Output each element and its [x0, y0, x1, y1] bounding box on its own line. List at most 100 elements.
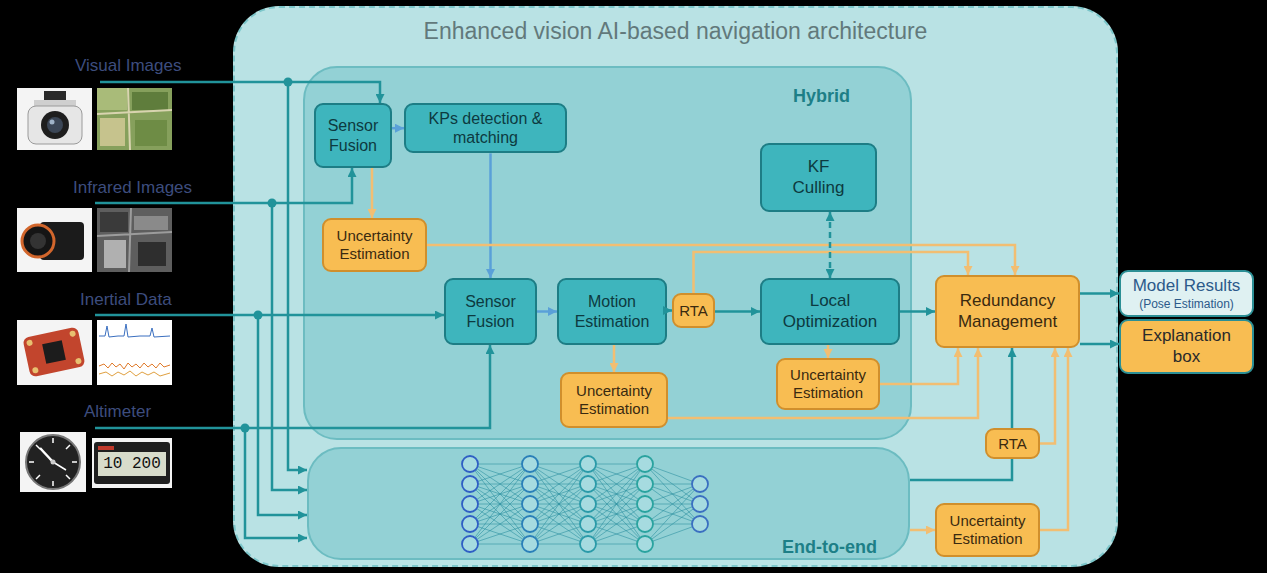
flow-arrow	[910, 459, 1012, 480]
flow-arrow	[1011, 348, 1014, 428]
flow-arrow	[489, 153, 492, 278]
output-box: Explanation box	[1119, 319, 1254, 374]
aerial-photo	[97, 88, 172, 150]
flow-arrow	[829, 212, 832, 278]
flow-arrow	[667, 309, 672, 312]
infrared-photo	[97, 208, 172, 272]
box-label: Redundancy Management	[945, 291, 1070, 332]
input-label: Visual Images	[75, 56, 181, 76]
network-link	[470, 504, 530, 544]
box-label: KF Culling	[784, 157, 854, 198]
imu-photo	[32, 367, 39, 374]
display-reading: 10 200	[98, 452, 166, 476]
altimeter-gauge	[40, 448, 53, 462]
network-link	[470, 464, 530, 484]
altimeter-gauge	[51, 460, 56, 465]
box-label: Model Results	[1133, 276, 1241, 296]
network-neuron	[637, 496, 653, 512]
network-link	[470, 544, 530, 545]
box-label: (Pose Estimation)	[1139, 297, 1234, 311]
box-label: Uncertainty Estimation	[945, 512, 1030, 548]
network-link	[470, 524, 530, 544]
process-box: Motion Estimation	[557, 278, 667, 345]
imu-photo	[22, 327, 85, 378]
process-box: Sensor Fusion	[314, 103, 392, 168]
network-link	[530, 484, 588, 544]
network-neuron	[522, 516, 538, 532]
process-box: KPs detection & matching	[404, 103, 567, 153]
infrared-photo	[134, 216, 168, 230]
aerial-photo	[97, 88, 127, 110]
flow-arrow	[1040, 348, 1055, 444]
aerial-photo	[135, 120, 167, 146]
altimeter-gauge	[29, 438, 77, 486]
architecture-frame: Enhanced vision AI-based navigation arch…	[233, 6, 1118, 567]
network-link	[530, 484, 588, 544]
flow-arrow	[715, 310, 760, 313]
network-link	[588, 484, 645, 544]
thermal-camera-photo	[17, 208, 92, 272]
digital-altimeter	[92, 438, 172, 488]
flow-arrow	[392, 127, 404, 130]
network-link	[530, 464, 588, 484]
output-box: Model Results(Pose Estimation)	[1119, 270, 1254, 317]
imu-photo	[22, 327, 85, 378]
network-link	[530, 524, 588, 544]
infrared-photo	[97, 208, 172, 272]
signal-plot	[97, 320, 172, 385]
infrared-photo	[104, 240, 126, 268]
box-label: Motion Estimation	[567, 292, 657, 330]
box-label: RTA	[998, 435, 1027, 453]
box-label: Sensor Fusion	[324, 116, 382, 154]
network-neuron	[580, 516, 596, 532]
flow-arrow	[900, 310, 935, 313]
box-label: Local Optimization	[770, 291, 890, 332]
neural-network	[462, 456, 708, 552]
network-link	[530, 464, 588, 524]
flow-arrow	[371, 168, 374, 218]
network-link	[470, 484, 530, 544]
digital-altimeter	[94, 442, 170, 484]
digital-altimeter	[98, 452, 166, 476]
input-wire	[100, 82, 380, 103]
box-label: KPs detection & matching	[414, 109, 557, 147]
flow-arrow	[537, 310, 557, 313]
camera-photo	[41, 111, 69, 139]
flow-arrow	[1080, 292, 1119, 295]
imu-photo	[17, 320, 92, 385]
camera-photo	[44, 91, 66, 100]
flow-arrow	[613, 345, 616, 372]
digital-altimeter	[98, 446, 114, 450]
network-neuron	[580, 456, 596, 472]
junction-dot	[241, 424, 250, 433]
network-link	[530, 464, 588, 524]
flow-arrow	[1040, 348, 1068, 530]
altimeter-gauge	[26, 435, 80, 489]
box-label: Sensor Fusion	[454, 292, 527, 330]
aerial-photo	[132, 92, 168, 110]
box-label: Uncertainty Estimation	[570, 382, 658, 418]
thermal-camera-photo	[17, 208, 92, 272]
camera-photo	[47, 117, 63, 133]
altimeter-gauge	[20, 432, 86, 492]
infrared-photo	[138, 242, 166, 266]
network-neuron	[637, 536, 653, 552]
monitor-box: Uncertainty Estimation	[776, 358, 880, 410]
signal-plot	[99, 324, 170, 337]
input-wire	[258, 315, 307, 515]
signal-plot	[99, 363, 170, 369]
network-neuron	[462, 536, 478, 552]
aerial-photo	[97, 88, 172, 150]
network-link	[470, 524, 530, 544]
box-label: Uncertainty Estimation	[786, 366, 870, 402]
junction-dot	[241, 78, 293, 433]
infrared-photo	[97, 208, 172, 272]
monitor-box: Uncertainty Estimation	[935, 503, 1040, 557]
network-neuron	[522, 496, 538, 512]
flow-arrow	[827, 345, 830, 358]
input-wire	[245, 428, 307, 538]
network-neuron	[522, 476, 538, 492]
network-link	[470, 464, 530, 524]
signal-plot	[97, 320, 172, 385]
